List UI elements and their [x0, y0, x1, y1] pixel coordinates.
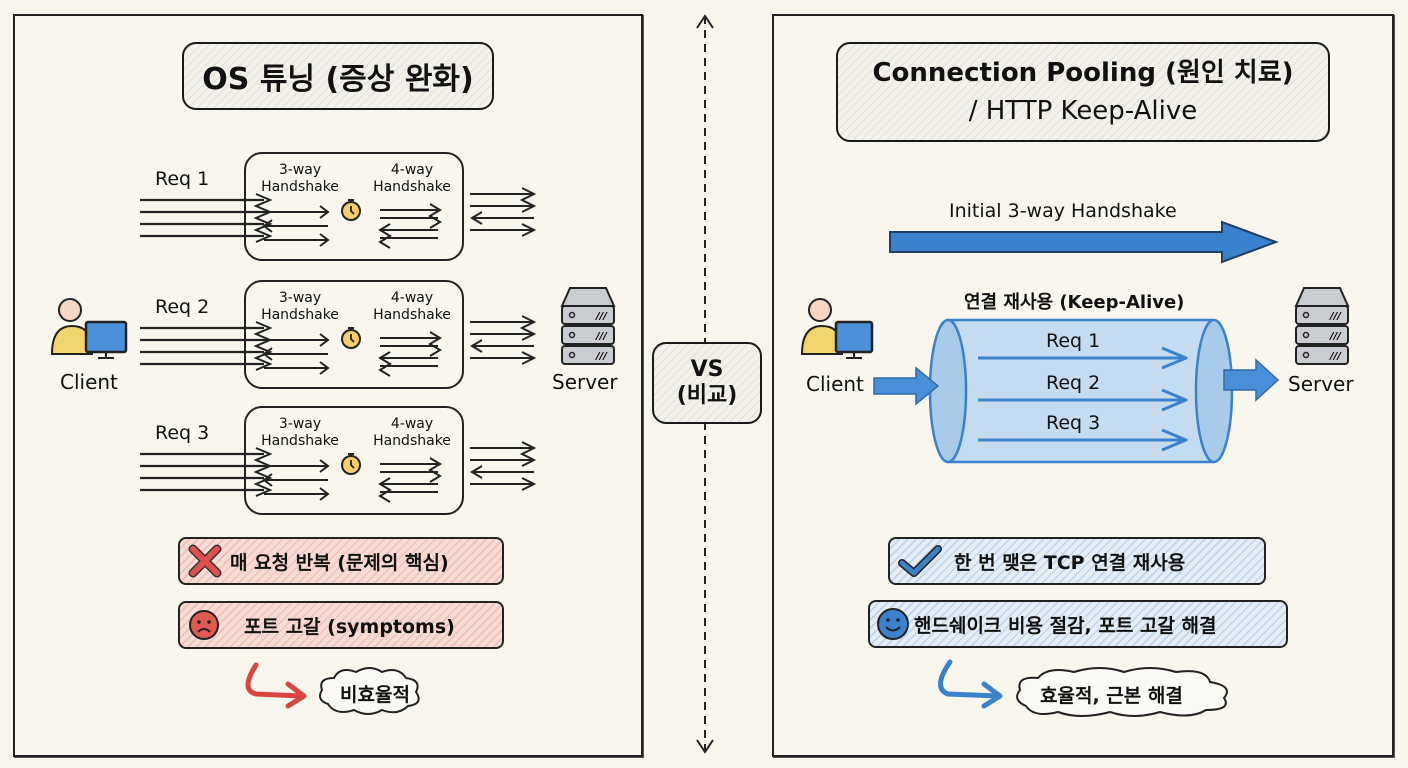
outgoing-response-arrows	[470, 315, 537, 365]
server-exit-arrow	[1223, 358, 1280, 402]
x-mark-icon	[188, 544, 222, 578]
right-client-label: Client	[806, 372, 864, 396]
four-way-label: 4-way Handshake	[368, 416, 456, 450]
incoming-request-arrows	[140, 447, 273, 497]
four-way-line2: Handshake	[373, 307, 451, 323]
benefit-pill: 한 번 맺은 TCP 연결 재사용	[888, 537, 1266, 585]
left-client-label: Client	[60, 370, 118, 394]
tunnel-request-arrow	[978, 388, 1188, 412]
vs-badge: VS (비교)	[652, 342, 762, 424]
stopwatch-icon	[341, 327, 361, 349]
request-label: Req 3	[155, 422, 210, 444]
right-server-label: Server	[1288, 372, 1354, 396]
incoming-request-arrows	[140, 193, 273, 243]
four-way-label: 4-way Handshake	[368, 162, 456, 196]
four-way-line1: 4-way	[390, 416, 434, 432]
three-way-line1: 3-way	[278, 290, 322, 306]
symptom-text: 포트 고갈 (symptoms)	[244, 615, 455, 638]
checkmark-icon	[898, 545, 942, 577]
four-way-line2: Handshake	[373, 433, 451, 449]
svg-text:///: ///	[1329, 311, 1342, 322]
benefit-text: 한 번 맺은 TCP 연결 재사용	[954, 551, 1186, 574]
three-way-line2: Handshake	[261, 307, 339, 323]
handshake-box	[244, 152, 464, 261]
four-way-handshake-arrows	[378, 457, 442, 503]
four-way-line2: Handshake	[373, 179, 451, 195]
outgoing-response-arrows	[470, 441, 537, 491]
initial-handshake-label: Initial 3-way Handshake	[949, 200, 1177, 222]
effect-text: 핸드쉐이크 비용 절감, 포트 고갈 해결	[914, 614, 1217, 637]
symptom-pill: 포트 고갈 (symptoms)	[178, 601, 504, 649]
right-client-icon	[796, 296, 882, 362]
three-way-line2: Handshake	[261, 433, 339, 449]
four-way-label: 4-way Handshake	[368, 290, 456, 324]
stopwatch-icon	[341, 453, 361, 475]
three-way-label: 3-way Handshake	[256, 416, 344, 450]
outgoing-response-arrows	[470, 187, 537, 237]
server-icon: /// /// ///	[556, 286, 620, 366]
smile-face-icon	[877, 608, 909, 640]
svg-text:///: ///	[595, 311, 608, 322]
tunnel-request-label: Req 1	[1046, 330, 1101, 352]
handshake-box	[244, 406, 464, 515]
svg-text:///: ///	[1329, 351, 1342, 362]
left-result-text: 비효율적	[340, 684, 410, 706]
incoming-request-arrows	[140, 321, 273, 371]
initial-handshake-arrow	[889, 220, 1279, 264]
left-title: OS 튜닝 (증상 완화)	[182, 42, 494, 110]
vs-sublabel: (비교)	[676, 383, 738, 408]
four-way-line1: 4-way	[390, 290, 434, 306]
handshake-box	[244, 280, 464, 389]
four-way-handshake-arrows	[378, 203, 442, 249]
three-way-line2: Handshake	[261, 179, 339, 195]
right-server-icon: /// /// ///	[1290, 286, 1354, 366]
right-result-cloud	[1016, 667, 1228, 717]
blue-result-arrow	[938, 659, 1003, 709]
tunnel-request-label: Req 3	[1046, 412, 1101, 434]
problem-text: 매 요청 반복 (문제의 핵심)	[230, 551, 449, 574]
svg-text:///: ///	[1329, 331, 1342, 342]
request-label: Req 2	[155, 296, 210, 318]
three-way-line1: 3-way	[278, 416, 322, 432]
right-title: Connection Pooling (원인 치료) / HTTP Keep-A…	[836, 42, 1330, 142]
sad-face-icon	[189, 610, 219, 640]
client-entry-arrow	[873, 366, 940, 406]
right-result-text: 효율적, 근본 해결	[1040, 685, 1183, 707]
tunnel-label: 연결 재사용 (Keep-Alive)	[964, 292, 1185, 313]
three-way-line1: 3-way	[278, 162, 322, 178]
left-title-text: OS 튜닝 (증상 완화)	[202, 62, 474, 97]
three-way-handshake-arrows	[262, 205, 330, 247]
three-way-label: 3-way Handshake	[256, 290, 344, 324]
three-way-handshake-arrows	[262, 459, 330, 501]
right-title-line1: Connection Pooling (원인 치료)	[872, 58, 1294, 88]
left-result-cloud	[319, 667, 420, 715]
three-way-handshake-arrows	[262, 333, 330, 375]
left-server-label: Server	[552, 370, 618, 394]
tunnel-request-arrow	[978, 428, 1188, 452]
svg-text:///: ///	[595, 331, 608, 342]
effect-pill: 핸드쉐이크 비용 절감, 포트 고갈 해결	[868, 600, 1288, 648]
stopwatch-icon	[341, 199, 361, 221]
client-icon	[46, 296, 132, 362]
three-way-label: 3-way Handshake	[256, 162, 344, 196]
tunnel-request-label: Req 2	[1046, 372, 1101, 394]
tunnel-request-arrow	[978, 346, 1188, 370]
problem-pill: 매 요청 반복 (문제의 핵심)	[178, 537, 504, 585]
svg-text:///: ///	[595, 351, 608, 362]
red-result-arrow	[245, 662, 307, 709]
four-way-line1: 4-way	[390, 162, 434, 178]
request-label: Req 1	[155, 168, 210, 190]
four-way-handshake-arrows	[378, 331, 442, 377]
vs-label: VS	[690, 357, 724, 382]
keep-alive-tunnel	[928, 318, 1234, 464]
right-title-line2: / HTTP Keep-Alive	[968, 96, 1198, 126]
